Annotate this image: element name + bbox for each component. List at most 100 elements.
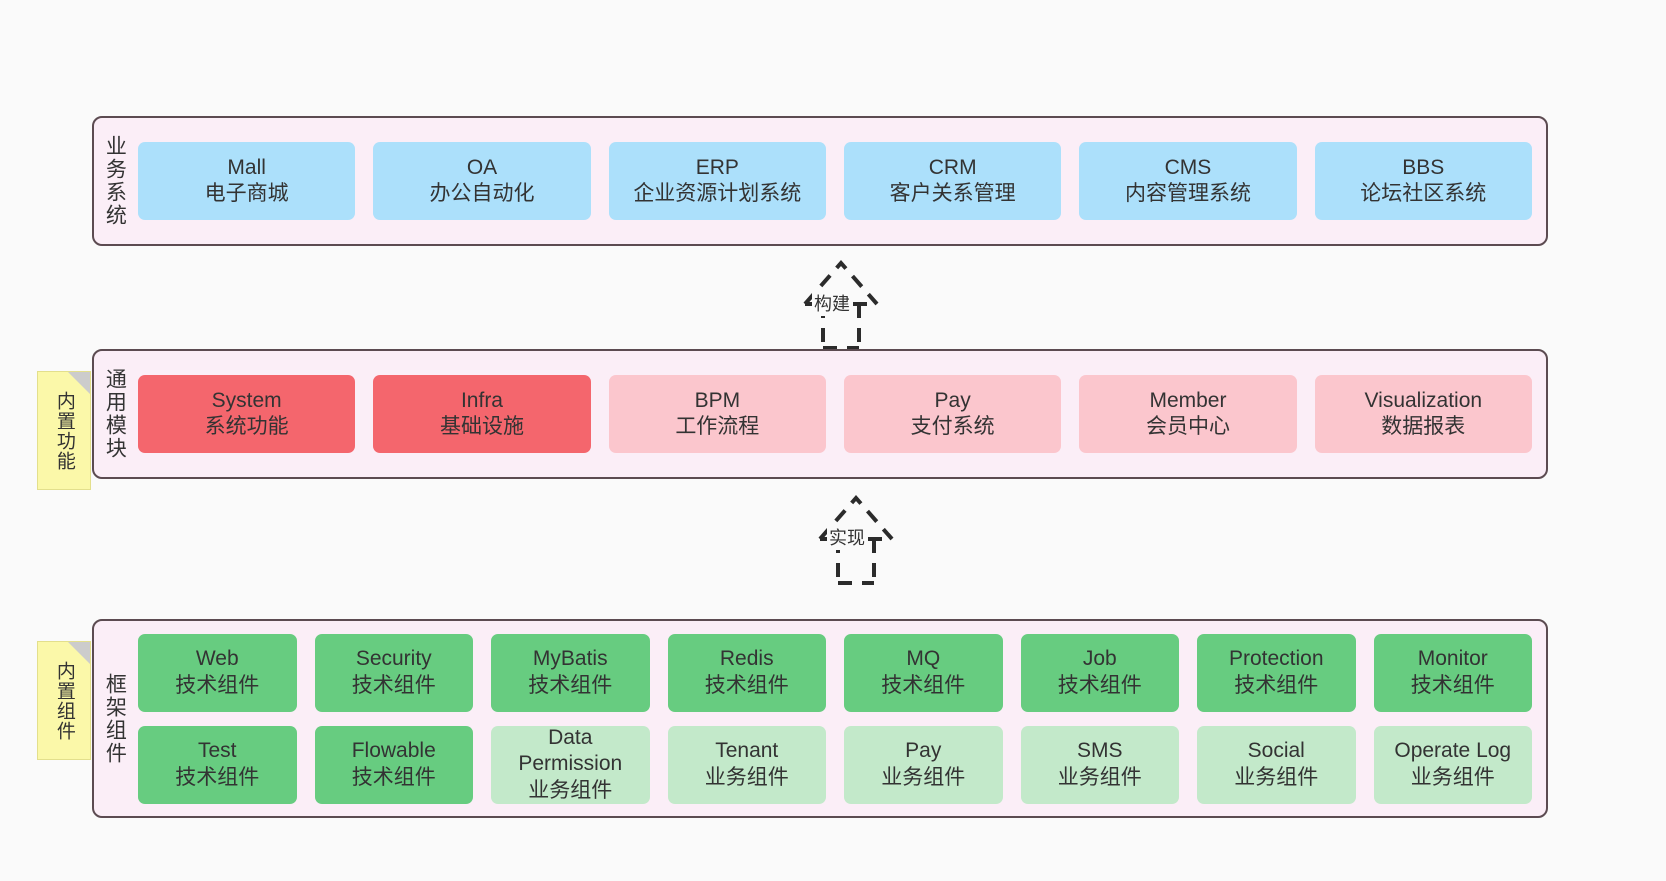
card-title: Security <box>355 647 432 671</box>
card-subtitle: 论坛社区系统 <box>1360 182 1487 205</box>
card-visualization[interactable]: Visualization 数据报表 <box>1314 375 1532 453</box>
card-mybatis[interactable]: MyBatis 技术组件 <box>491 633 650 712</box>
card-subtitle: 技术组件 <box>175 765 260 789</box>
card-title: System <box>211 388 282 412</box>
card-subtitle: 技术组件 <box>351 673 436 697</box>
card-title: SMS <box>1076 739 1123 763</box>
card-row: Test 技术组件 Flowable 技术组件 Data Permission … <box>138 725 1532 804</box>
card-row: Web 技术组件 Security 技术组件 MyBatis 技术组件 Redi… <box>138 633 1532 712</box>
card-security[interactable]: Security 技术组件 <box>314 633 473 712</box>
card-subtitle: 支付系统 <box>910 415 995 438</box>
card-subtitle: 内容管理系统 <box>1124 182 1251 205</box>
card-mq[interactable]: MQ 技术组件 <box>844 633 1003 712</box>
card-subtitle: 工作流程 <box>675 415 760 438</box>
card-title: MQ <box>906 647 941 671</box>
card-subtitle: 技术组件 <box>704 673 789 697</box>
sticky-note-text: 内置功能 <box>53 390 75 471</box>
layer-common-module: 通用模块 System 系统功能 Infra 基础设施 BPM 工作流程 Pay… <box>92 349 1548 479</box>
card-flowable[interactable]: Flowable 技术组件 <box>314 725 473 804</box>
card-subtitle: 业务组件 <box>1410 765 1495 789</box>
card-social[interactable]: Social 业务组件 <box>1197 725 1356 804</box>
layer-label-business-system: 业务系统 <box>103 135 127 227</box>
card-title: Pay <box>905 739 942 763</box>
card-title: CMS <box>1164 155 1212 179</box>
card-title: Infra <box>460 388 503 412</box>
card-subtitle: 技术组件 <box>1057 673 1142 697</box>
card-bpm[interactable]: BPM 工作流程 <box>608 375 826 453</box>
card-cms[interactable]: CMS 内容管理系统 <box>1079 142 1297 220</box>
card-title: BPM <box>694 388 741 412</box>
card-subtitle: 企业资源计划系统 <box>633 182 802 205</box>
card-title: Job <box>1082 647 1117 671</box>
card-subtitle: 技术组件 <box>1410 673 1495 697</box>
card-subtitle: 电子商城 <box>204 182 289 205</box>
card-title: Monitor <box>1417 647 1488 671</box>
card-title: Web <box>195 647 239 671</box>
card-data-permission[interactable]: Data Permission 业务组件 <box>491 725 650 804</box>
card-tenant[interactable]: Tenant 业务组件 <box>667 725 826 804</box>
card-subtitle: 数据报表 <box>1381 415 1466 438</box>
card-subtitle: 技术组件 <box>881 673 966 697</box>
card-title: ERP <box>695 155 739 179</box>
card-operate-log[interactable]: Operate Log 业务组件 <box>1373 725 1532 804</box>
card-subtitle: 基础设施 <box>439 415 524 438</box>
card-title: Mall <box>227 155 266 179</box>
card-erp[interactable]: ERP 企业资源计划系统 <box>608 142 826 220</box>
card-system[interactable]: System 系统功能 <box>138 375 356 453</box>
card-title: Flowable <box>351 739 436 763</box>
card-subtitle: 技术组件 <box>528 673 613 697</box>
card-title: BBS <box>1402 155 1445 179</box>
sticky-note-text: 内置组件 <box>53 660 75 741</box>
card-subtitle: 技术组件 <box>175 673 260 697</box>
card-pay-module[interactable]: Pay 支付系统 <box>843 375 1062 453</box>
card-title: OA <box>466 155 498 179</box>
card-test[interactable]: Test 技术组件 <box>138 725 297 804</box>
card-subtitle: 系统功能 <box>204 415 289 438</box>
layer-business-system: 业务系统 Mall 电子商城 OA 办公自动化 ERP 企业资源计划系统 CRM… <box>92 116 1548 246</box>
layer-body-common-module: System 系统功能 Infra 基础设施 BPM 工作流程 Pay 支付系统… <box>134 351 1546 477</box>
card-title: CRM <box>928 155 977 179</box>
card-subtitle: 业务组件 <box>1234 765 1319 789</box>
card-row: Mall 电子商城 OA 办公自动化 ERP 企业资源计划系统 CRM 客户关系… <box>138 142 1532 220</box>
card-subtitle: 业务组件 <box>528 778 613 802</box>
card-title: Pay <box>934 388 971 412</box>
layer-body-business-system: Mall 电子商城 OA 办公自动化 ERP 企业资源计划系统 CRM 客户关系… <box>134 118 1546 244</box>
layer-body-framework-component: Web 技术组件 Security 技术组件 MyBatis 技术组件 Redi… <box>134 621 1546 816</box>
card-title: Data Permission <box>518 726 623 776</box>
card-title: Redis <box>719 647 774 671</box>
card-subtitle: 业务组件 <box>1057 765 1142 789</box>
card-member[interactable]: Member 会员中心 <box>1079 375 1297 453</box>
sticky-note-builtin-components: 内置组件 <box>37 641 91 760</box>
card-crm[interactable]: CRM 客户关系管理 <box>843 142 1062 220</box>
card-mall[interactable]: Mall 电子商城 <box>138 142 356 220</box>
card-bbs[interactable]: BBS 论坛社区系统 <box>1314 142 1532 220</box>
page-fold-icon <box>68 642 90 664</box>
card-infra[interactable]: Infra 基础设施 <box>373 375 591 453</box>
page-fold-icon <box>68 372 90 394</box>
layer-label-framework-component: 框架组件 <box>103 672 127 765</box>
card-sms[interactable]: SMS 业务组件 <box>1020 725 1179 804</box>
arrow-label-build: 构建 <box>812 290 852 316</box>
card-title: Operate Log <box>1394 739 1512 763</box>
layer-label-common-module: 通用模块 <box>103 368 127 460</box>
card-monitor[interactable]: Monitor 技术组件 <box>1373 633 1532 712</box>
card-title: Protection <box>1228 647 1324 671</box>
card-pay-component[interactable]: Pay 业务组件 <box>844 725 1003 804</box>
card-job[interactable]: Job 技术组件 <box>1020 633 1179 712</box>
card-subtitle: 客户关系管理 <box>889 182 1016 205</box>
card-title: Tenant <box>715 739 779 763</box>
card-subtitle: 业务组件 <box>881 765 966 789</box>
card-title: Social <box>1247 739 1305 763</box>
card-protection[interactable]: Protection 技术组件 <box>1197 633 1356 712</box>
card-web[interactable]: Web 技术组件 <box>138 633 297 712</box>
arrow-label-implement: 实现 <box>827 524 867 550</box>
card-subtitle: 技术组件 <box>1234 673 1319 697</box>
card-subtitle: 办公自动化 <box>429 182 535 205</box>
card-oa[interactable]: OA 办公自动化 <box>373 142 591 220</box>
card-title: Visualization <box>1364 388 1483 412</box>
sticky-note-builtin-features: 内置功能 <box>37 371 91 490</box>
card-title: Member <box>1149 388 1227 412</box>
card-title: Test <box>197 739 237 763</box>
card-redis[interactable]: Redis 技术组件 <box>667 633 826 712</box>
card-row: System 系统功能 Infra 基础设施 BPM 工作流程 Pay 支付系统… <box>138 375 1532 453</box>
